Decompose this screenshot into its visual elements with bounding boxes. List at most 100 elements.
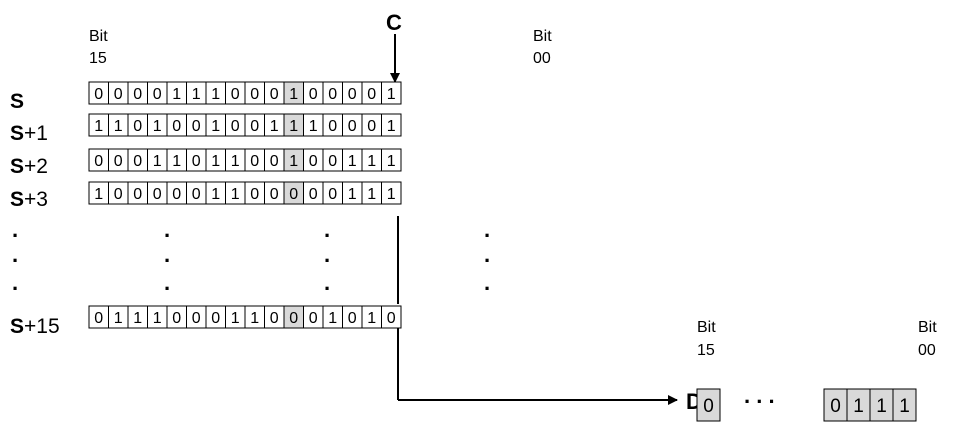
ellipsis-col-mark: .	[324, 242, 330, 267]
bit-value: 0	[133, 153, 142, 170]
bit-value: 1	[172, 86, 181, 103]
bit-value: 1	[250, 310, 259, 327]
d-bit-00-number: 00	[918, 342, 936, 359]
bit-value: 0	[133, 86, 142, 103]
d-bit-00-label: Bit	[918, 319, 937, 336]
bit-00-number: 00	[533, 50, 551, 67]
bit-value: 0	[153, 186, 162, 203]
bit-value: 1	[367, 186, 376, 203]
bit-value: 0	[94, 86, 103, 103]
bit-value: 0	[231, 118, 240, 135]
d-bit-value: 1	[899, 396, 910, 417]
ellipsis-row-label: .	[12, 217, 18, 242]
bit-value: 0	[270, 153, 279, 170]
bit-value: 1	[172, 153, 181, 170]
d-bit-value: 1	[876, 396, 887, 417]
bit-value: 0	[328, 118, 337, 135]
bit-value: 1	[133, 310, 142, 327]
bit-value: 1	[289, 86, 298, 103]
bit-value: 1	[309, 118, 318, 135]
bit-value: 0	[367, 118, 376, 135]
bit-cell	[381, 113, 402, 137]
bit-value: 1	[114, 310, 123, 327]
bit-value: 0	[114, 186, 123, 203]
d-bit-cell-low	[892, 388, 917, 422]
bit-15-label: Bit	[89, 28, 108, 45]
bit-value: 1	[114, 118, 123, 135]
ellipsis-col-mark: .	[484, 270, 490, 295]
bit-value: 1	[211, 118, 220, 135]
bit-00-label: Bit	[533, 28, 552, 45]
bit-value: 1	[367, 153, 376, 170]
d-bit-value: 0	[830, 396, 841, 417]
ellipsis-row-label: .	[12, 242, 18, 267]
bit-value: 1	[211, 186, 220, 203]
bit-value: 0	[153, 86, 162, 103]
ellipsis-col-mark: .	[484, 242, 490, 267]
bit-value: 1	[348, 153, 357, 170]
ellipsis-row-label: .	[12, 270, 18, 295]
bit-value: 1	[94, 118, 103, 135]
bit-value: 1	[387, 153, 396, 170]
bit-value: 0	[192, 153, 201, 170]
bit-value: 1	[231, 186, 240, 203]
bit-value: 0	[250, 86, 259, 103]
bit-value: 0	[250, 153, 259, 170]
row-label: S+1	[10, 122, 48, 145]
bit-value: 0	[172, 310, 181, 327]
bit-value: 1	[153, 118, 162, 135]
bit-value: 1	[289, 153, 298, 170]
bit-value: 0	[133, 118, 142, 135]
bit-cell	[381, 181, 402, 205]
bit-value: 0	[192, 310, 201, 327]
bit-value: 1	[367, 310, 376, 327]
bit-value: 1	[211, 86, 220, 103]
bit-value: 1	[153, 153, 162, 170]
row-label: S+2	[10, 155, 48, 178]
ellipsis-col-mark: .	[164, 217, 170, 242]
row-label: S+15	[10, 315, 60, 338]
bit-value: 0	[348, 310, 357, 327]
d-middle-dots: . . .	[744, 383, 775, 408]
bit-value: 0	[367, 86, 376, 103]
bit-value: 1	[192, 86, 201, 103]
bit-value: 0	[270, 310, 279, 327]
ellipsis-col-mark: .	[164, 270, 170, 295]
bit-value: 0	[192, 118, 201, 135]
bit-value: 0	[250, 118, 259, 135]
bit-value: 1	[289, 118, 298, 135]
bit-value: 0	[211, 310, 220, 327]
d-bit-15-label: Bit	[697, 319, 716, 336]
bit-value: 0	[309, 86, 318, 103]
bit-value: 0	[192, 186, 201, 203]
d-bit-value: 0	[703, 396, 714, 417]
bit-value: 0	[348, 86, 357, 103]
bit-value: 1	[231, 310, 240, 327]
ellipsis-col-mark: .	[484, 217, 490, 242]
row-label: S+3	[10, 188, 48, 211]
bit-value: 1	[231, 153, 240, 170]
bit-value: 0	[172, 118, 181, 135]
bit-value: 0	[270, 186, 279, 203]
bit-value: 0	[309, 310, 318, 327]
bit-cell	[381, 81, 402, 105]
bit-value: 1	[348, 186, 357, 203]
bit-value: 1	[387, 186, 396, 203]
bit-value: 0	[289, 310, 298, 327]
bit-value: 0	[270, 86, 279, 103]
bit-value: 0	[289, 186, 298, 203]
bit-value: 0	[328, 86, 337, 103]
c-label: C	[386, 10, 402, 35]
d-bit-value: 1	[853, 396, 864, 417]
bit-value: 1	[387, 118, 396, 135]
bit-value: 0	[94, 310, 103, 327]
bit-value: 0	[231, 86, 240, 103]
bit-value: 1	[387, 86, 396, 103]
bit-value: 0	[250, 186, 259, 203]
row-label: S	[10, 90, 24, 113]
bit-value: 1	[328, 310, 337, 327]
